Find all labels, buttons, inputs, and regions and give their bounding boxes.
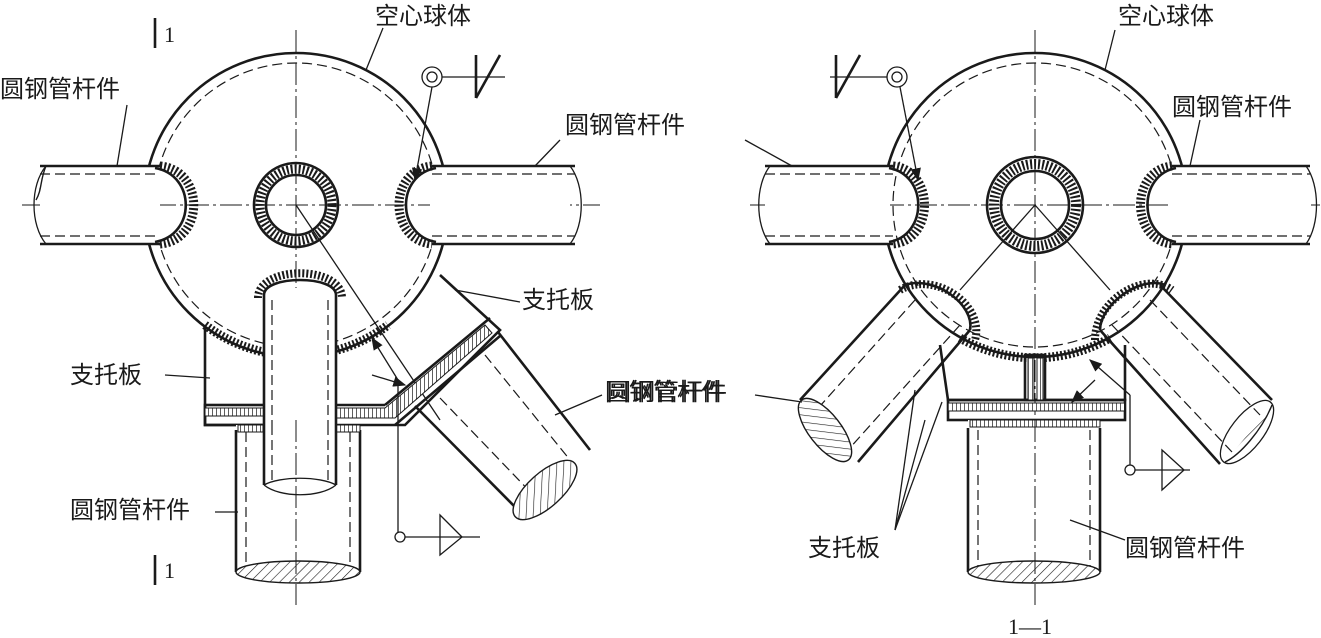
leader-right-tube-left-view <box>534 139 561 167</box>
label-diagonal-tube-left: 圆钢管杆件 <box>605 378 725 406</box>
label-plate-right-left-view: 支托板 <box>522 286 594 314</box>
bottom-vertical-tube-right <box>966 419 1102 605</box>
left-horizontal-tube-right-view <box>758 161 929 249</box>
label-bottom-tube-left: 圆钢管杆件 <box>70 496 190 524</box>
right-horizontal-tube-right-view <box>1136 161 1318 249</box>
leader-plate-left <box>164 374 211 379</box>
section-mark-bottom-label: 1 <box>164 558 175 583</box>
leader-left-tube-right-view <box>744 139 793 167</box>
bottom-vertical-tube-left <box>234 420 362 605</box>
leader-plate-right <box>454 289 521 303</box>
diagonal-tube-lower-left <box>797 284 975 463</box>
leader-sphere-left <box>365 27 384 71</box>
section-mark-top-label: 1 <box>164 22 175 47</box>
label-hollow-sphere-left: 空心球体 <box>375 2 471 30</box>
label-tube-right-left-view: 圆钢管杆件 <box>565 111 685 139</box>
center-tube-ring-left <box>252 161 441 421</box>
leader-plate-b <box>894 401 943 531</box>
sphere-bottom-weld-right <box>957 334 1113 363</box>
leader-bottom-tube-right <box>1069 519 1126 541</box>
label-bottom-tube-right: 圆钢管杆件 <box>1125 534 1245 562</box>
weld-symbol-bottom-right-view <box>1071 359 1190 492</box>
leader-diagonal-tube-right <box>754 394 803 403</box>
weld-symbol-top-left-view <box>411 54 505 182</box>
weld-symbol-top-right-view <box>830 54 921 182</box>
leader-plate-a <box>894 419 926 531</box>
right-view <box>744 29 1320 605</box>
label-tube-right-top: 圆钢管杆件 <box>1172 93 1292 121</box>
label-plate-left: 支托板 <box>70 361 142 389</box>
label-diagonal-tube-right-view: 圆钢管杆件 <box>607 378 727 406</box>
diagonal-tube-lower-right <box>1099 284 1275 465</box>
label-tube-top-left: 圆钢管杆件 <box>0 75 120 103</box>
leader-right-tube-right-view <box>1189 119 1201 167</box>
leader-left-tube <box>116 104 128 167</box>
section-title: 1—1 <box>1008 614 1052 638</box>
leader-diagonal-tube-left <box>554 394 603 416</box>
label-hollow-sphere-right: 空心球体 <box>1118 2 1214 30</box>
left-view: 1 1 <box>22 18 603 605</box>
leader-sphere-right <box>1104 29 1116 71</box>
diagonal-tube-left <box>414 330 592 521</box>
right-horizontal-tube-left-view <box>394 161 582 249</box>
left-horizontal-tube <box>33 161 199 249</box>
label-plate-right-view: 支托板 <box>808 534 880 562</box>
support-plate-right-view <box>938 344 1127 422</box>
center-tube-ring-right <box>959 155 1111 291</box>
weld-symbol-bottom-left-view <box>371 336 480 557</box>
leader-plate-c <box>894 389 916 531</box>
